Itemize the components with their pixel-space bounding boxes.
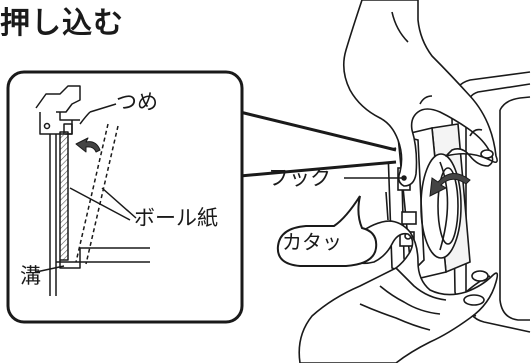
groove-label: 溝	[20, 264, 41, 288]
claw-label: つめ	[116, 90, 158, 114]
appliance-body	[397, 71, 531, 333]
lower-hand	[298, 220, 499, 363]
callout-pointer	[239, 110, 397, 178]
detail-drawing	[35, 85, 150, 296]
hook-label: フック	[268, 166, 331, 190]
page-title: 押し込む	[0, 6, 124, 41]
hook-leader	[344, 175, 407, 181]
push-arrow-icon	[429, 173, 471, 197]
sound-bubble	[276, 195, 378, 267]
upper-hand	[342, 0, 498, 187]
click-sound-label: カタッ	[282, 230, 342, 254]
cardboard-label: ボール紙	[134, 206, 218, 230]
